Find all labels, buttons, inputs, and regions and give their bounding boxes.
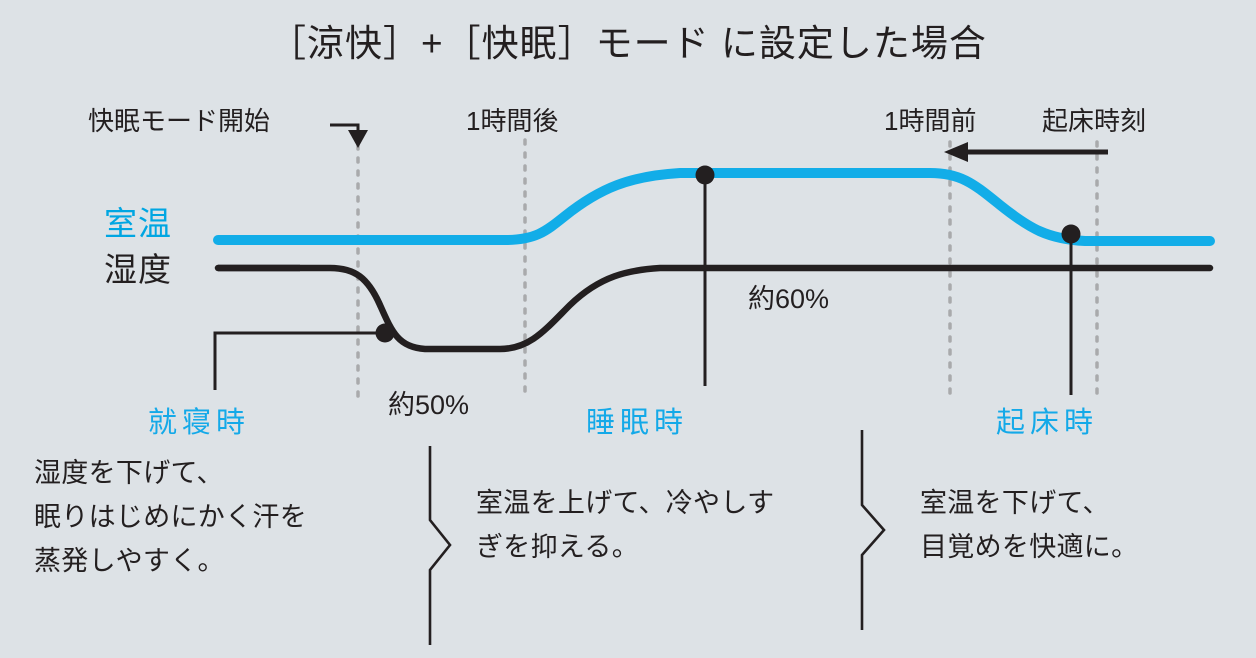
- value-label-humidity-high: 約60%: [748, 284, 830, 314]
- section-divider-2: [860, 430, 886, 630]
- section-body-sleeping-line2: ぎを抑える。: [476, 532, 639, 562]
- section-body-wakeup-line2: 目覚めを快適に。: [920, 532, 1139, 562]
- section-body-bedtime-line3: 蒸発しやすく。: [34, 546, 225, 576]
- leader-wakeup: [1061, 224, 1081, 395]
- label-one-hour-after: 1時間後: [466, 106, 559, 136]
- leader-sleeping: [695, 165, 715, 386]
- section-body-sleeping-line1: 室温を上げて、冷やしす: [476, 488, 775, 518]
- section-divider-1: [428, 446, 452, 645]
- label-sleep-mode-start: 快眠モード開始: [88, 106, 271, 136]
- section-heading-bedtime: 就寝時: [148, 407, 251, 439]
- section-body-bedtime-line1: 湿度を下げて、: [34, 458, 224, 488]
- humidity-curve: [214, 264, 1214, 353]
- leader-bedtime: [213, 323, 395, 390]
- section-body-wakeup-line1: 室温を下げて、: [920, 488, 1110, 518]
- sleep-mode-start-arrow-icon: [330, 123, 368, 148]
- section-heading-sleeping: 睡眠時: [586, 407, 689, 439]
- page-title: ［涼快］+［快眠］モード に設定した場合: [269, 23, 987, 64]
- legend-temperature-label: 室温: [104, 205, 172, 242]
- one-hour-before-arrow-icon: [944, 142, 1108, 162]
- temperature-curve: [213, 168, 1215, 246]
- value-label-humidity-low: 約50%: [388, 390, 470, 420]
- legend-humidity-label: 湿度: [104, 251, 172, 288]
- section-body-bedtime-line2: 眠りはじめにかく汗を: [34, 502, 307, 532]
- label-one-hour-before: 1時間前: [884, 106, 977, 136]
- section-heading-wakeup: 起床時: [996, 407, 1099, 439]
- label-wake-time: 起床時刻: [1042, 106, 1147, 136]
